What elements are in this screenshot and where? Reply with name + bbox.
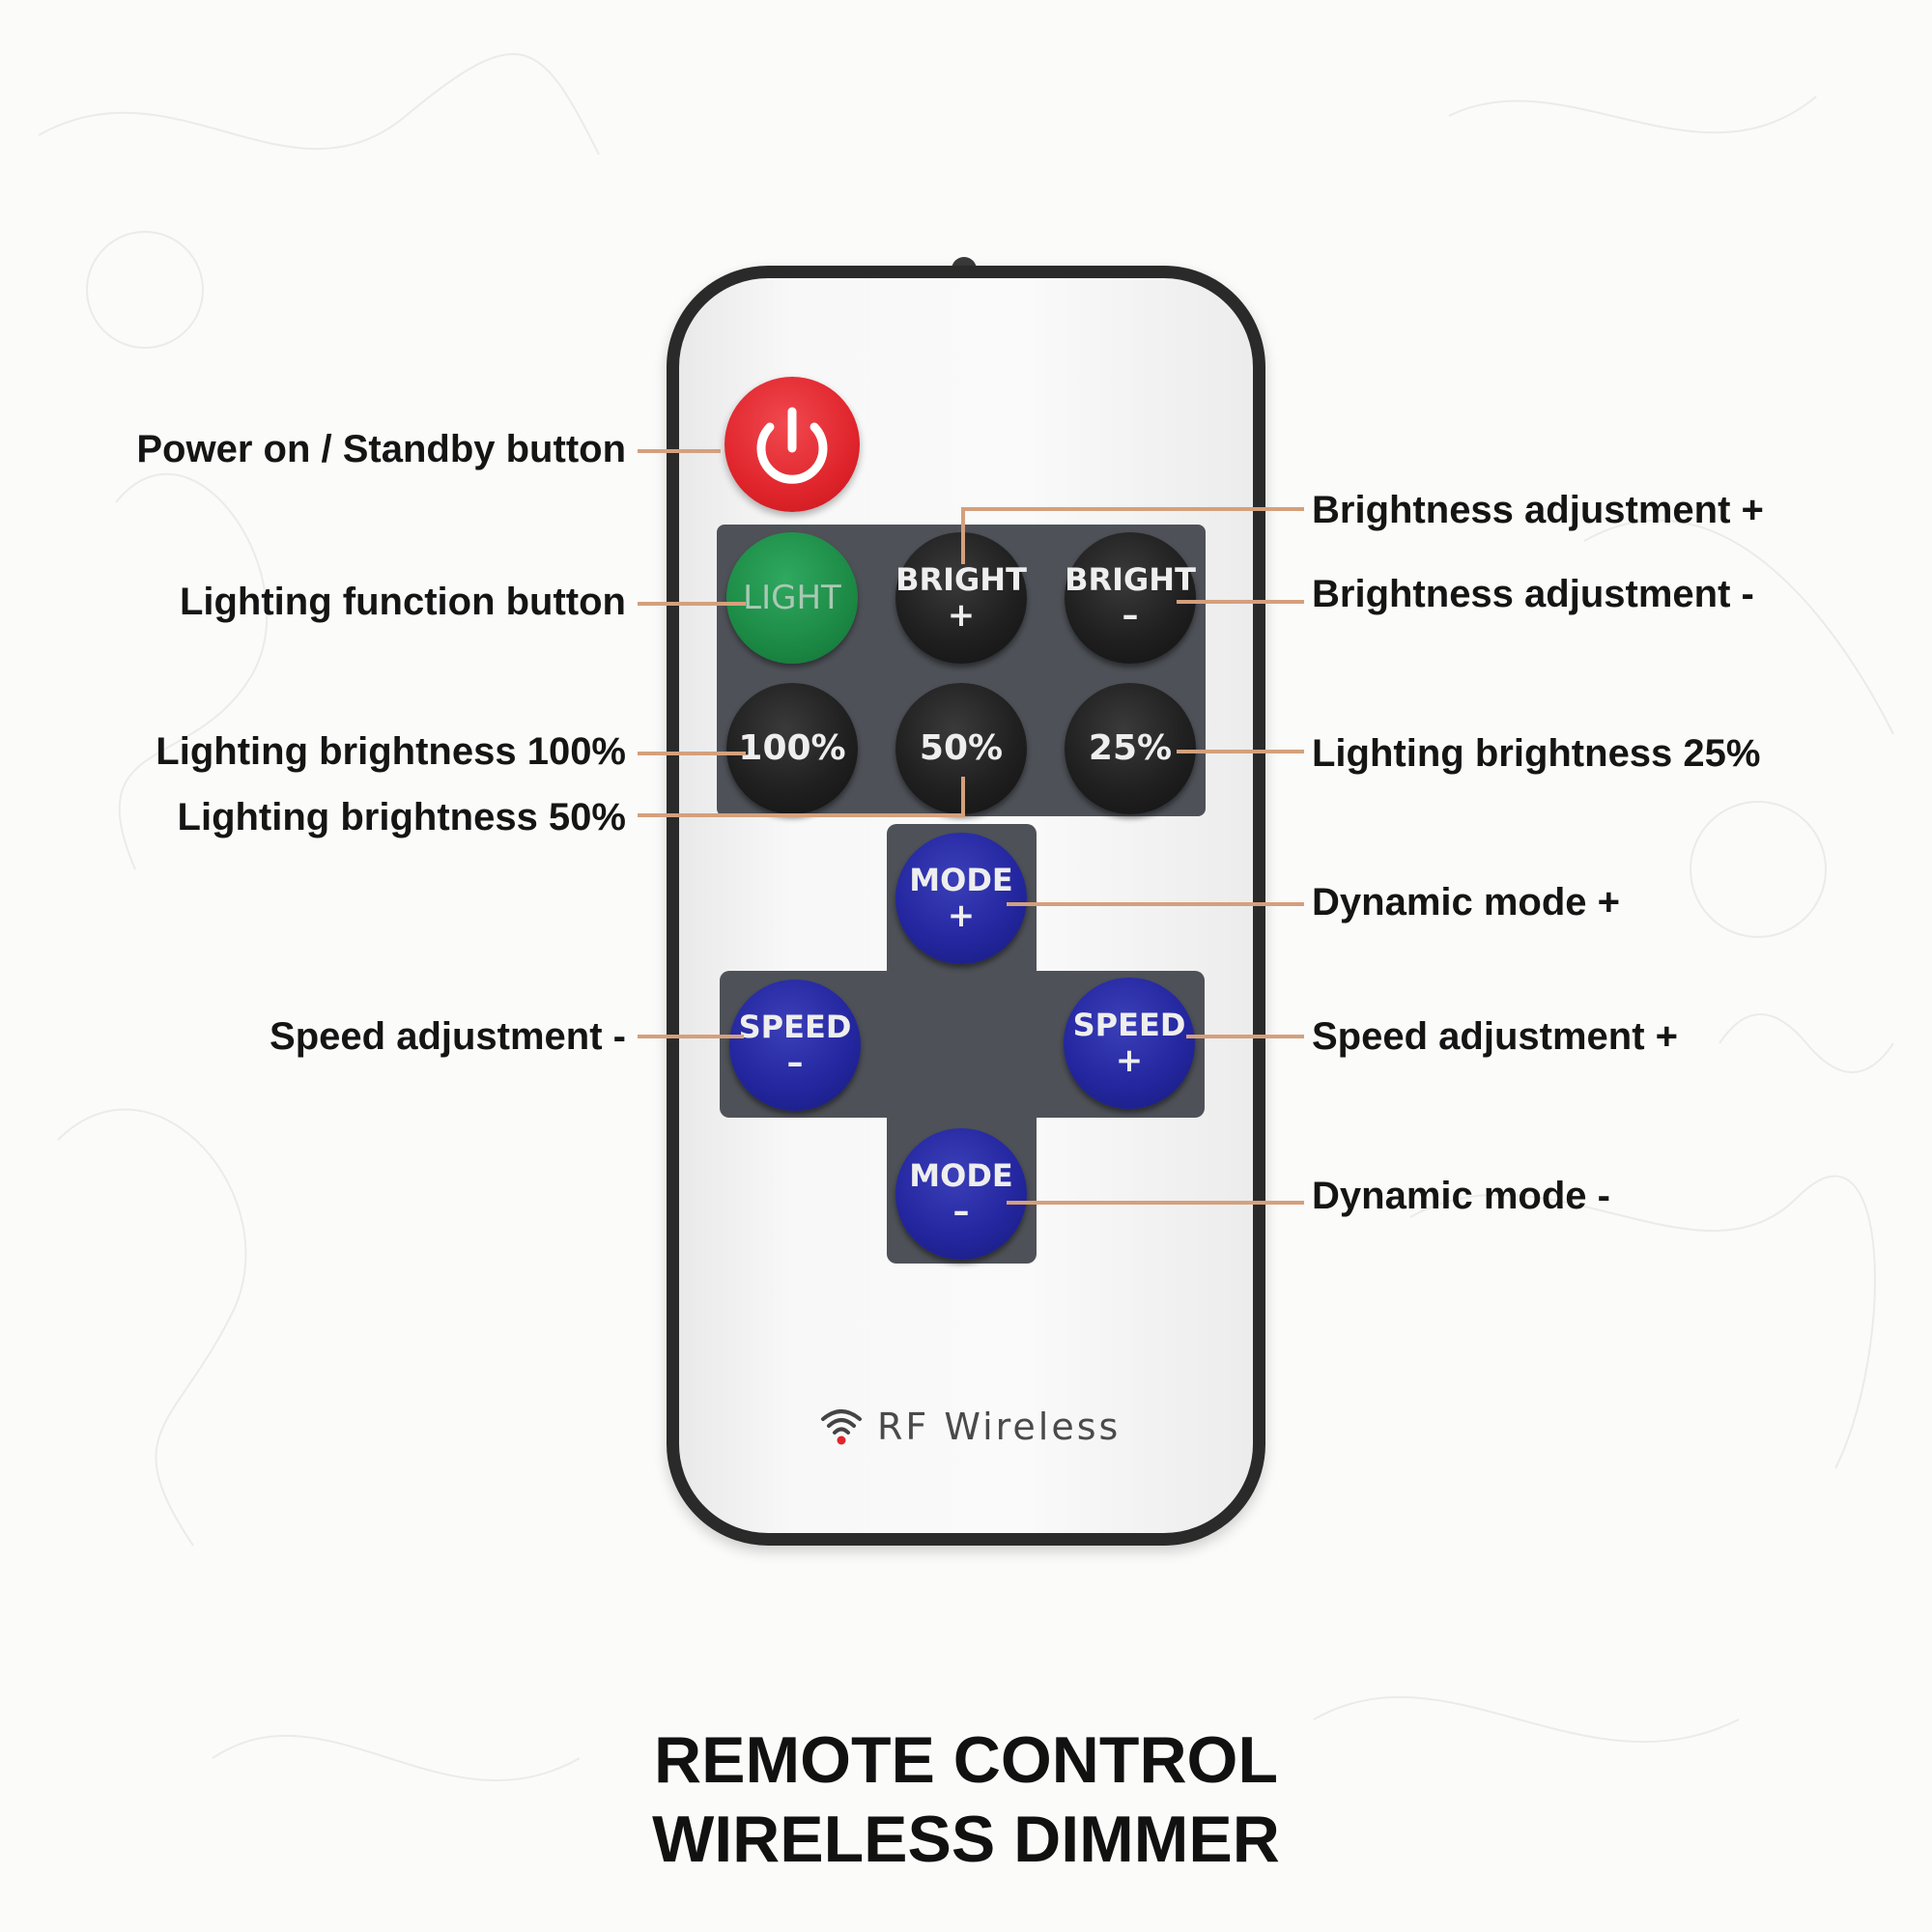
mode-minus-sign: – (952, 1192, 970, 1231)
callout-mode-minus: Dynamic mode - (1312, 1175, 1610, 1217)
brightness-25-button[interactable]: 25% (1065, 683, 1196, 814)
mode-minus-button[interactable]: MODE – (895, 1128, 1027, 1260)
callout-speed-plus: Speed adjustment + (1312, 1015, 1678, 1058)
mode-plus-label: MODE (909, 862, 1013, 898)
speed-plus-label: SPEED (1072, 1007, 1186, 1043)
mode-minus-label: MODE (909, 1157, 1013, 1194)
speed-plus-sign: + (1115, 1041, 1144, 1080)
callout-power: Power on / Standby button (136, 428, 626, 470)
speed-minus-label: SPEED (738, 1009, 852, 1045)
light-button-label: LIGHT (743, 579, 841, 617)
bright-plus-button[interactable]: BRIGHT + (895, 532, 1027, 664)
brightness-100-button[interactable]: 100% (726, 683, 858, 814)
bright-plus-label: BRIGHT (895, 561, 1027, 598)
power-icon (756, 407, 828, 484)
bright-minus-label: BRIGHT (1065, 561, 1196, 598)
title-line-1: REMOTE CONTROL (654, 1723, 1278, 1797)
wifi-icon (821, 1409, 862, 1445)
callout-mode-plus: Dynamic mode + (1312, 881, 1621, 923)
speed-minus-button[interactable]: SPEED – (729, 980, 861, 1111)
callout-light: Lighting function button (179, 581, 626, 623)
brightness-50-button[interactable]: 50% (895, 683, 1027, 814)
light-button[interactable]: LIGHT (726, 532, 858, 664)
brightness-100-label: 100% (738, 728, 846, 768)
brightness-50-label: 50% (919, 728, 1004, 768)
callout-brightness-25: Lighting brightness 25% (1312, 732, 1761, 775)
bright-minus-button[interactable]: BRIGHT – (1065, 532, 1196, 664)
title-line-2: WIRELESS DIMMER (652, 1803, 1280, 1876)
callout-bright-plus: Brightness adjustment + (1312, 489, 1764, 531)
bright-plus-sign: + (947, 596, 976, 635)
speed-plus-button[interactable]: SPEED + (1064, 978, 1195, 1109)
power-button[interactable] (724, 377, 860, 512)
bright-minus-sign: – (1122, 596, 1139, 635)
brightness-25-label: 25% (1088, 728, 1173, 768)
callout-bright-minus: Brightness adjustment - (1312, 573, 1754, 615)
mode-plus-sign: + (947, 896, 976, 935)
callout-brightness-100: Lighting brightness 100% (156, 730, 626, 773)
rf-wireless-text: RF Wireless (877, 1406, 1122, 1448)
callout-speed-minus: Speed adjustment - (270, 1015, 626, 1058)
callout-brightness-50: Lighting brightness 50% (177, 796, 626, 838)
rf-wireless-label: RF Wireless (819, 1403, 1121, 1451)
speed-minus-sign: – (786, 1043, 804, 1082)
mode-plus-button[interactable]: MODE + (895, 833, 1027, 964)
